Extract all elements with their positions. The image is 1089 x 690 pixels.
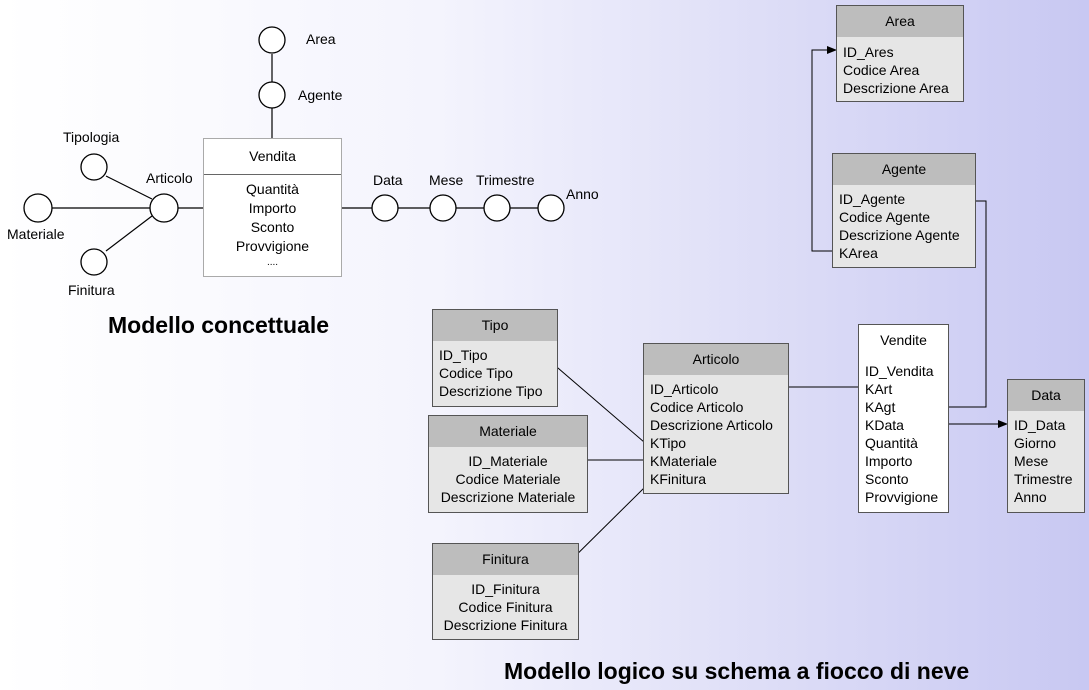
arrow-karea-to-area [811, 46, 837, 252]
field: KAgt [865, 399, 896, 415]
node-trimestre [483, 194, 511, 222]
field: Descrizione Area [843, 80, 949, 96]
field: ID_Agente [839, 191, 906, 207]
table-title: Materiale [429, 416, 587, 448]
table-fields: ID_Tipo Codice Tipo Descrizione Tipo [433, 341, 557, 406]
node-area [258, 26, 286, 54]
field: Codice Tipo [439, 365, 513, 381]
field: Quantità [865, 435, 918, 451]
field: Trimestre [1014, 471, 1073, 487]
field: Mese [1014, 453, 1049, 469]
field: ID_Articolo [650, 381, 719, 397]
measure: .... [266, 257, 279, 268]
field: ID_Materiale [468, 453, 548, 469]
field: Provvigione [865, 489, 939, 505]
table-fields: ID_Articolo Codice Articolo Descrizione … [644, 375, 788, 493]
node-data [371, 194, 399, 222]
table-title: Finitura [433, 544, 578, 576]
node-mese [429, 194, 457, 222]
table-title: Articolo [644, 344, 788, 376]
fact-title: Vendita [204, 139, 341, 175]
table-title: Tipo [433, 310, 557, 342]
table-tipo: Tipo ID_Tipo Codice Tipo Descrizione Tip… [432, 309, 558, 407]
field: ID_Data [1014, 417, 1066, 433]
table-fields: ID_Finitura Codice Finitura Descrizione … [433, 575, 578, 639]
node-articolo [149, 193, 179, 223]
label-mese: Mese [429, 172, 464, 188]
measure: Importo [248, 200, 297, 216]
fact-vendita: Vendita Quantità Importo Sconto Provvigi… [203, 138, 342, 277]
field: Descrizione Articolo [650, 417, 773, 433]
table-agente: Agente ID_Agente Codice Agente Descrizio… [832, 153, 976, 268]
field: Sconto [865, 471, 909, 487]
table-finitura: Finitura ID_Finitura Codice Finitura Des… [432, 543, 579, 640]
table-title: Vendite [859, 325, 948, 357]
node-materiale [23, 193, 53, 223]
table-fields: ID_Agente Codice Agente Descrizione Agen… [833, 185, 975, 267]
fact-measures: Quantità Importo Sconto Provvigione .... [204, 175, 341, 270]
measure: Provvigione [235, 238, 310, 254]
label-data: Data [373, 172, 403, 188]
label-articolo: Articolo [146, 170, 193, 186]
label-materiale: Materiale [7, 226, 65, 242]
node-tipologia [80, 153, 108, 181]
table-fields: ID_Vendita KArt KAgt KData Quantità Impo… [859, 356, 948, 512]
field: Importo [865, 453, 913, 469]
field: KArea [839, 245, 878, 261]
field: KFinitura [650, 471, 707, 487]
field: Codice Area [843, 62, 920, 78]
node-anno [537, 194, 565, 222]
table-fields: ID_Ares Codice Area Descrizione Area [837, 37, 963, 101]
conceptual-nodes [23, 26, 565, 276]
field: Codice Finitura [458, 599, 553, 615]
conceptual-edges [52, 54, 538, 252]
table-vendite: Vendite ID_Vendita KArt KAgt KData Quant… [858, 324, 949, 513]
label-anno: Anno [566, 186, 599, 202]
table-title: Area [837, 6, 963, 38]
field: ID_Ares [843, 44, 894, 60]
table-data: Data ID_Data Giorno Mese Trimestre Anno [1007, 379, 1085, 513]
field: Giorno [1014, 435, 1057, 451]
table-area: Area ID_Ares Codice Area Descrizione Are… [836, 5, 964, 102]
field: ID_Vendita [865, 363, 934, 379]
node-agente [258, 81, 286, 109]
label-tipologia: Tipologia [63, 129, 120, 145]
table-articolo: Articolo ID_Articolo Codice Articolo Des… [643, 343, 789, 494]
field: KData [865, 417, 904, 433]
measure: Sconto [250, 219, 295, 235]
field: Codice Materiale [455, 471, 561, 487]
table-title: Agente [833, 154, 975, 186]
caption-conceptual: Modello concettuale [108, 312, 330, 338]
table-title: Data [1008, 380, 1084, 412]
caption-logical: Modello logico su schema a fiocco di nev… [504, 658, 970, 684]
label-finitura: Finitura [68, 282, 115, 298]
measure: Quantità [246, 181, 299, 197]
field: KTipo [650, 435, 687, 451]
field: ID_Finitura [471, 581, 540, 597]
field: KArt [865, 381, 893, 397]
field: KMateriale [650, 453, 717, 469]
label-area: Area [306, 31, 336, 47]
label-agente: Agente [298, 87, 343, 103]
field: Codice Agente [839, 209, 931, 225]
table-fields: ID_Data Giorno Mese Trimestre Anno [1008, 411, 1084, 512]
field: Descrizione Tipo [439, 383, 543, 399]
field: Descrizione Materiale [440, 489, 576, 505]
field: Anno [1014, 489, 1047, 505]
table-fields: ID_Materiale Codice Materiale Descrizion… [429, 447, 587, 512]
node-finitura [80, 248, 108, 276]
field: Descrizione Agente [839, 227, 960, 243]
field: ID_Tipo [439, 347, 488, 363]
field: Codice Articolo [650, 399, 744, 415]
label-trimestre: Trimestre [476, 172, 535, 188]
field: Descrizione Finitura [443, 617, 568, 633]
table-materiale: Materiale ID_Materiale Codice Materiale … [428, 415, 588, 513]
